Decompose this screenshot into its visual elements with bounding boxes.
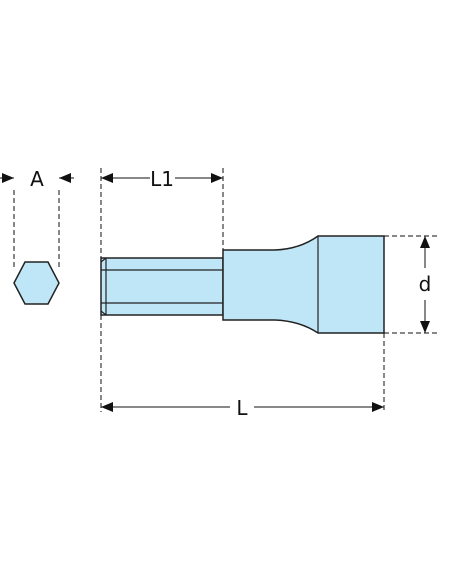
square-drive-label: d bbox=[419, 272, 432, 296]
hex-bit-chamfer-top bbox=[100, 257, 107, 263]
insert-length-label: L1 bbox=[150, 167, 174, 191]
socket-body-shape bbox=[222, 235, 385, 334]
hex-width-label: A bbox=[30, 167, 44, 191]
hex-profile-shape bbox=[13, 261, 60, 305]
hex-bit-shape bbox=[100, 257, 224, 316]
hex-bit-chamfer-bottom bbox=[100, 310, 107, 316]
overall-length-label: L bbox=[236, 396, 248, 420]
